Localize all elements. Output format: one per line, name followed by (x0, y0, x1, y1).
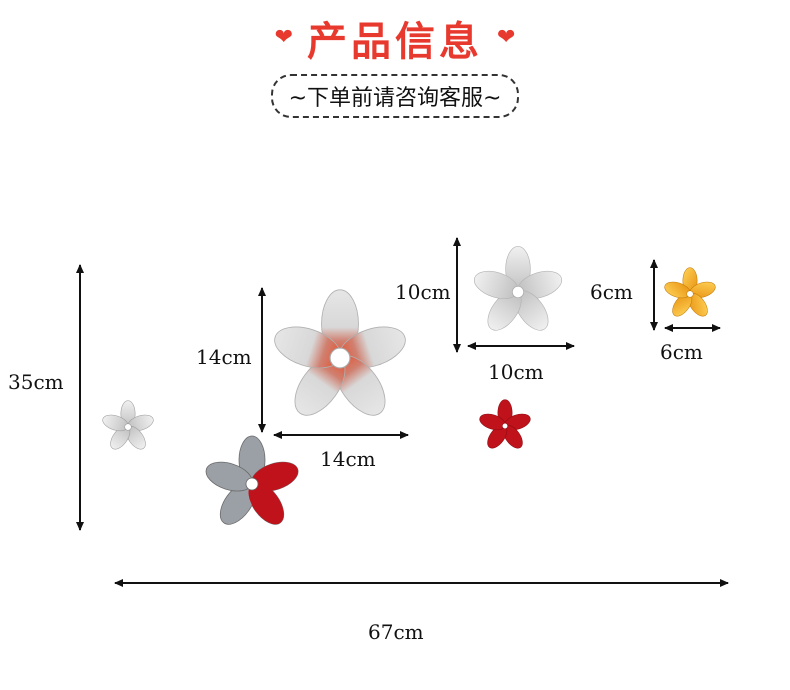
small-height-label: 6cm (590, 280, 633, 304)
heart-icon: ❤ (274, 25, 293, 50)
page-title: 产品信息 (307, 19, 483, 65)
medium-silver-flower (470, 245, 566, 337)
red-flower (477, 399, 533, 452)
large-height-label: 14cm (196, 345, 252, 369)
small-width-label: 6cm (660, 340, 703, 364)
total-width-label: 67cm (368, 620, 424, 644)
total-height-label: 35cm (8, 370, 64, 394)
small-silver-flower (100, 400, 156, 453)
small-gold-flower (662, 267, 718, 320)
large-width-label: 14cm (320, 447, 376, 471)
page-header: ❤ 产品信息 ❤ ~下单前请咨询客服~ (0, 8, 790, 118)
medium-height-label: 10cm (395, 280, 451, 304)
heart-icon: ❤ (497, 25, 516, 50)
medium-width-label: 10cm (488, 360, 544, 384)
subtitle-badge: ~下单前请咨询客服~ (270, 74, 520, 118)
large-silver-flower (268, 289, 412, 425)
mixed-mirror-flower (201, 435, 303, 531)
title-row: ❤ 产品信息 ❤ (0, 8, 790, 68)
